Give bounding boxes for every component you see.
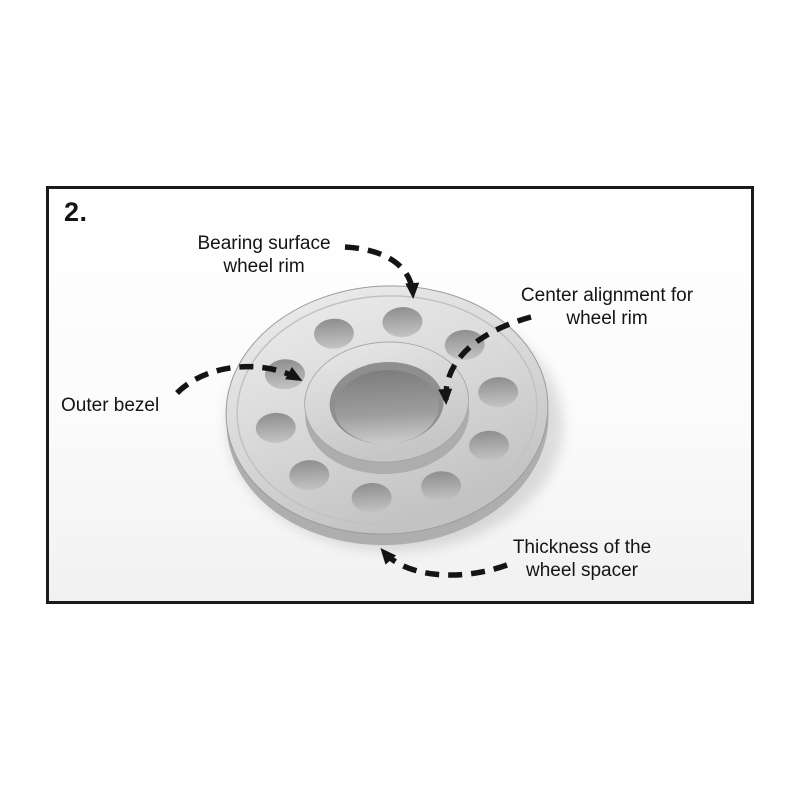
arrow-center-alignment [438,314,532,405]
callout-arrows [175,244,532,578]
label-outer-bezel: Outer bezel [61,395,160,416]
outer-bezel-ring [236,295,538,525]
diagram-panel: 2. Bearing surface wheel rim Center alig… [46,186,754,604]
arrow-bearing-surface [344,244,420,299]
label-thickness: Thickness of the wheel spacer [512,537,652,581]
arrow-outer-bezel [175,363,303,395]
center-bore [329,361,444,445]
label-bearing-surface: Bearing surface wheel rim [197,233,331,277]
step-number: 2. [64,197,88,227]
label-center-alignment: Center alignment for wheel rim [520,285,694,329]
wheel-spacer-illustration [175,244,563,578]
arrow-thickness [380,547,508,578]
bolt-holes [255,307,519,513]
